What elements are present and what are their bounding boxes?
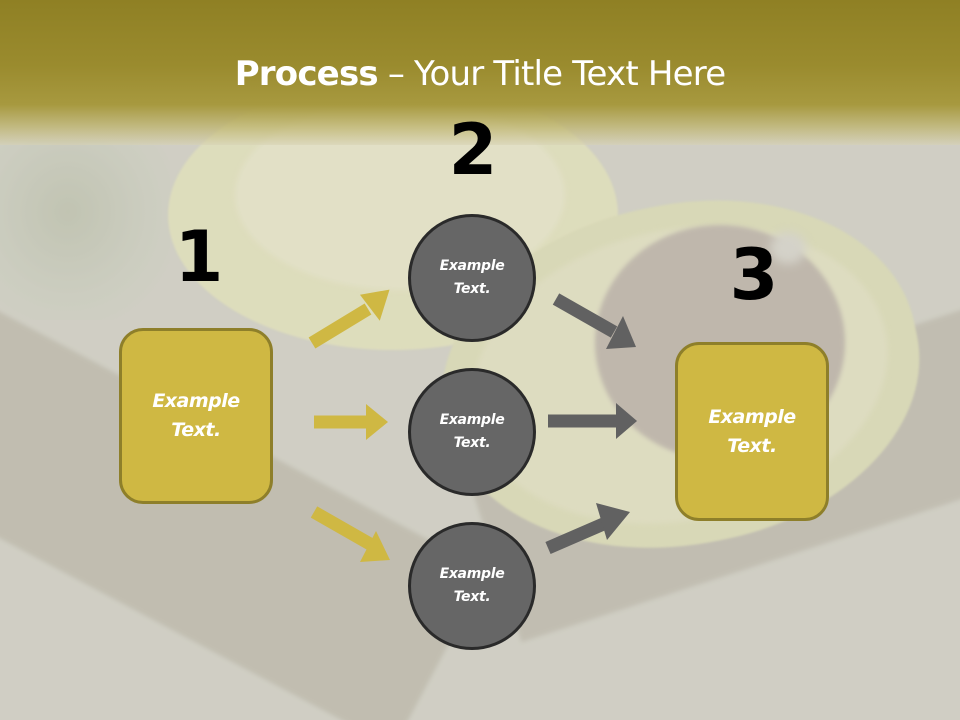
arrow-gray-right-icon: [548, 403, 637, 439]
step-3-label: Example Text.: [708, 403, 796, 461]
circle-top-label-line1: Example: [439, 258, 505, 274]
step-1-label: Example Text.: [152, 387, 240, 445]
step-3-label-line2: Text.: [727, 434, 777, 457]
arrow-gray-down-right-icon: [552, 293, 636, 349]
step-3-label-line1: Example: [708, 405, 796, 428]
title-strong: Process: [234, 54, 379, 94]
arrow-gold-right-icon: [314, 404, 388, 440]
title-band: Process – Your Title Text Here: [0, 0, 960, 145]
step-2-circle-bottom[interactable]: Example Text.: [408, 522, 536, 650]
step-2-circle-top[interactable]: Example Text.: [408, 214, 536, 342]
circle-top-label: Example Text.: [440, 255, 505, 301]
step-number-1: 1: [174, 216, 224, 298]
circle-bottom-label-line1: Example: [439, 566, 505, 582]
circle-bottom-label: Example Text.: [440, 563, 505, 609]
step-1-label-line2: Text.: [171, 419, 221, 441]
circle-middle-label-line2: Text.: [453, 435, 491, 451]
arrow-gold-down-right-icon: [310, 506, 390, 562]
step-number-3: 3: [729, 234, 779, 316]
step-1-box[interactable]: Example Text.: [119, 328, 273, 504]
step-1-label-line1: Example: [152, 390, 240, 412]
arrow-gray-up-right-icon: [545, 503, 630, 554]
circle-top-label-line2: Text.: [453, 281, 491, 297]
slide-title: Process – Your Title Text Here: [0, 52, 960, 96]
background-pit-highlight: [770, 232, 806, 264]
step-3-box[interactable]: Example Text.: [675, 342, 829, 521]
circle-middle-label: Example Text.: [440, 409, 505, 455]
background-herb: [0, 140, 170, 320]
circle-middle-label-line1: Example: [439, 412, 505, 428]
step-2-circle-middle[interactable]: Example Text.: [408, 368, 536, 496]
arrow-gold-up-right-icon: [308, 289, 390, 349]
circle-bottom-label-line2: Text.: [453, 589, 491, 605]
title-rest: – Your Title Text Here: [377, 54, 726, 94]
step-number-2: 2: [448, 109, 498, 191]
